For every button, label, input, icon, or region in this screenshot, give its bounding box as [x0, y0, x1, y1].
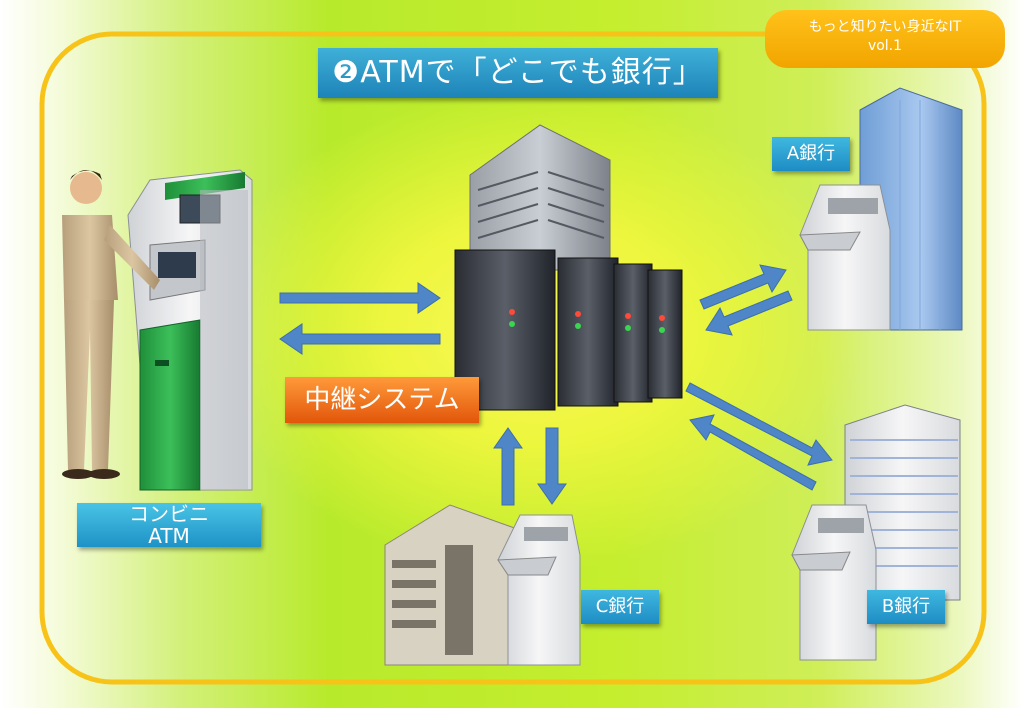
bank-c-atm	[497, 514, 581, 666]
series-badge-line2: vol.1	[867, 38, 903, 54]
page-title: ❷ATMで「どこでも銀行」	[318, 48, 718, 98]
bank-b-label: B銀行	[867, 590, 945, 624]
arrow-atm-to-relay	[279, 282, 441, 314]
series-badge-line1: もっと知りたい身近なIT	[808, 19, 962, 35]
konbini-atm-illustration	[127, 169, 253, 491]
konbini-atm-label: コンビニ ATM	[77, 503, 261, 547]
relay-center-building	[469, 124, 611, 271]
customer-figure	[62, 170, 160, 479]
series-badge: もっと知りたい身近なIT vol.1	[765, 10, 1005, 68]
konbini-atm-label-line1: コンビニ	[129, 502, 209, 526]
rounded-frame	[39, 31, 987, 685]
arrow-bank-c-to-relay	[493, 427, 523, 506]
server-racks	[454, 249, 683, 411]
bank-c-building	[384, 504, 521, 666]
arrow-relay-to-atm	[279, 323, 441, 355]
konbini-atm-label-line2: ATM	[148, 524, 190, 548]
bank-a-atm	[799, 184, 891, 331]
arrow-bank-a-to-relay	[705, 290, 793, 336]
arrow-relay-to-bank-a	[699, 264, 787, 310]
arrow-relay-to-bank-c	[537, 427, 567, 505]
arrow-bank-b-to-relay	[689, 414, 817, 491]
arrow-relay-to-bank-b	[685, 382, 833, 466]
bank-a-label: A銀行	[772, 137, 850, 171]
bank-b-atm	[791, 504, 877, 661]
bank-c-label: C銀行	[581, 590, 659, 624]
relay-system-label: 中継システム	[285, 377, 479, 423]
